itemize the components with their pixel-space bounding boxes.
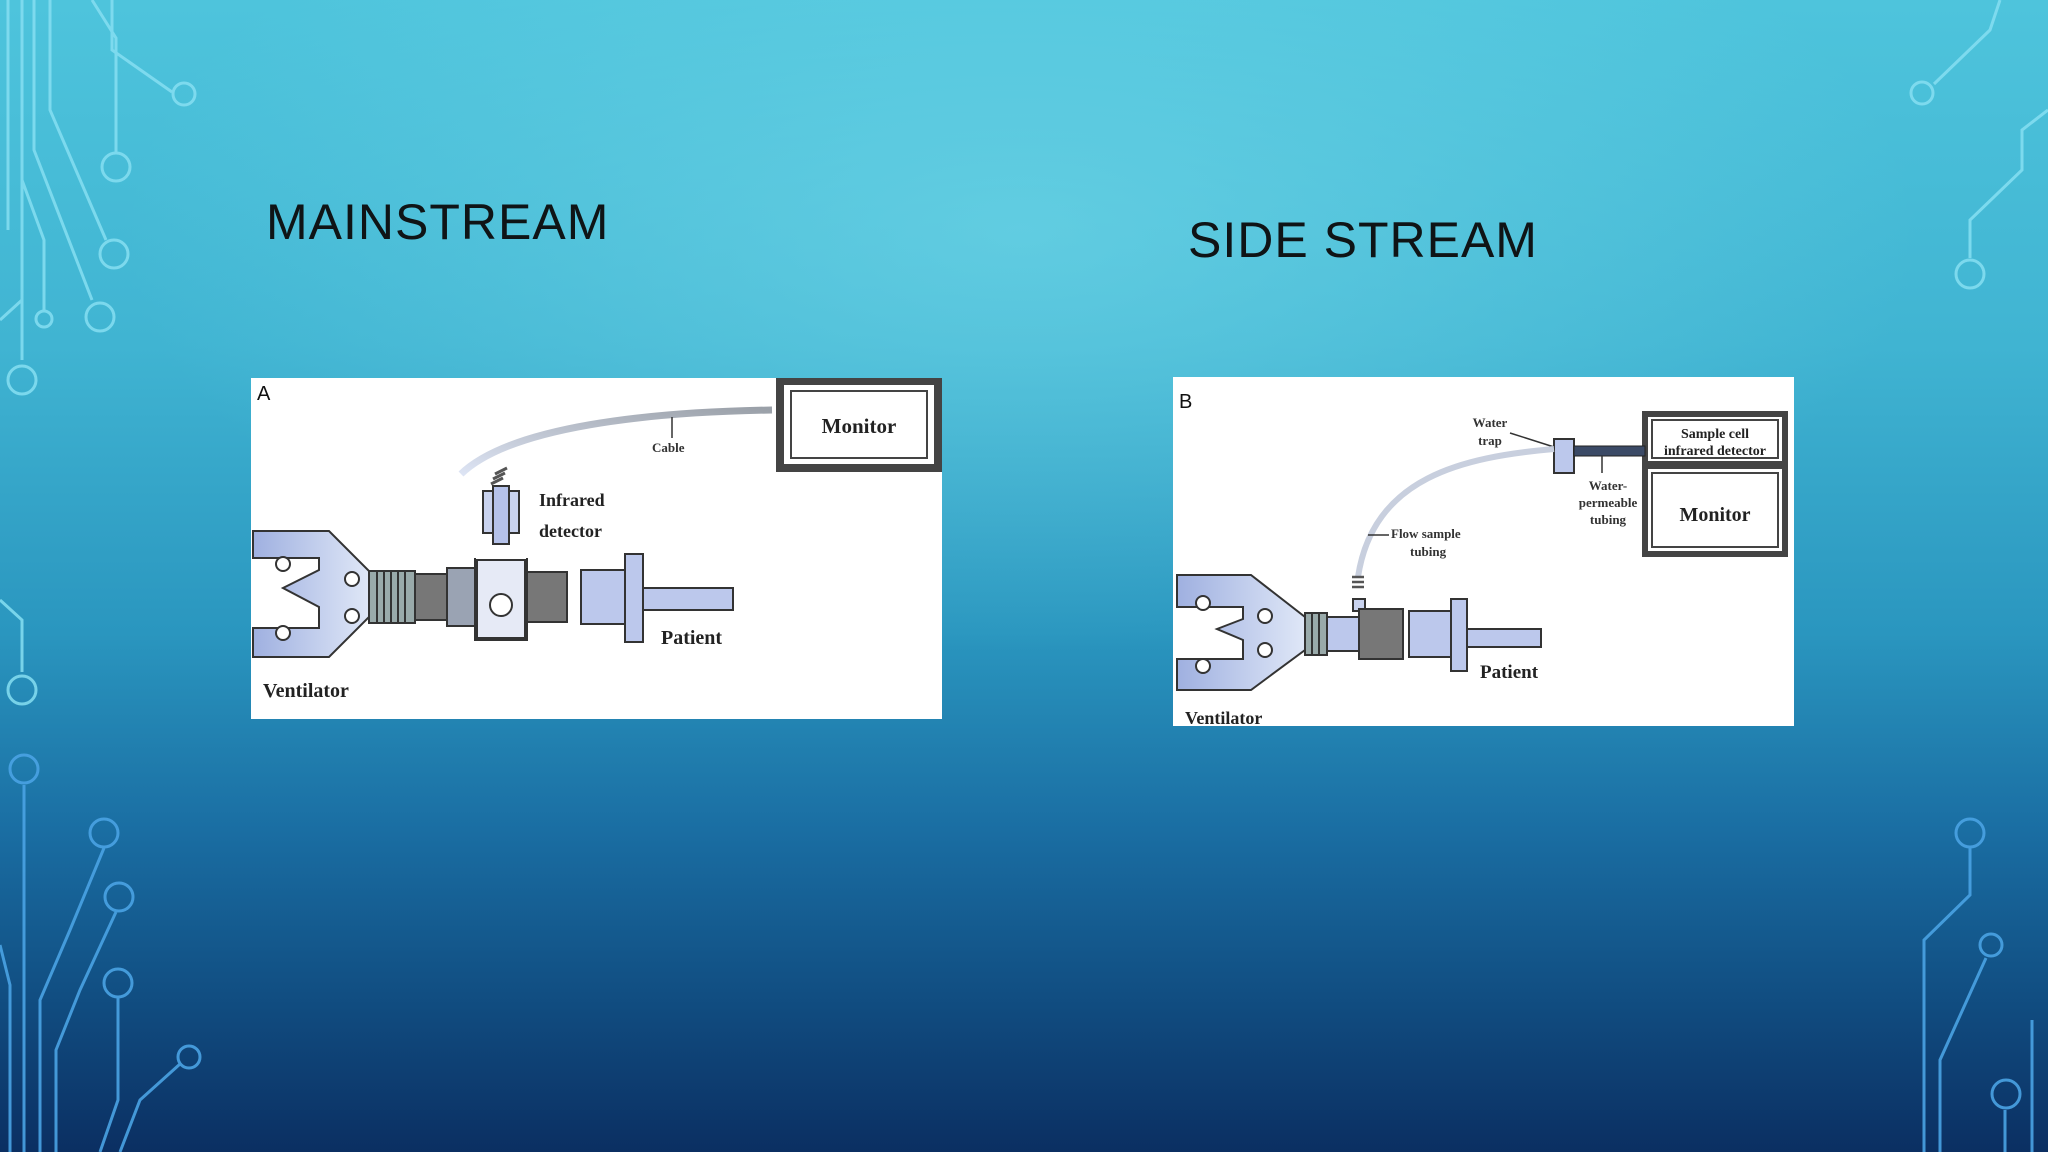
circuit-node (176, 1044, 202, 1070)
circuit-node (84, 301, 116, 333)
circuit-trace (90, 0, 118, 152)
infrared-detector (482, 485, 520, 545)
circuit-node (88, 817, 120, 849)
water-permeable-line1: Water- (1589, 478, 1628, 493)
circuit-trace (1968, 108, 2048, 258)
title-side-stream: SIDE STREAM (1188, 212, 1538, 268)
circuit-node (98, 238, 130, 270)
water-permeable-tubing (1573, 445, 1646, 457)
circuit-node (6, 364, 38, 396)
ventilator-label: Ventilator (1185, 708, 1262, 726)
circuit-trace (0, 298, 24, 322)
circuit-node (1990, 1078, 2022, 1110)
cable (458, 406, 773, 477)
monitor-label: Monitor (822, 414, 897, 438)
cable-label: Cable (652, 440, 685, 455)
circuit-trace (54, 911, 118, 1152)
panel-letter: A (257, 383, 271, 405)
circuit-node (1954, 258, 1986, 290)
water-trap-line2: trap (1478, 433, 1502, 448)
sidestream-diagram: B Sample cell infrared detector Monitor … (1173, 377, 1794, 726)
circuit-node (1909, 80, 1935, 106)
ventilator-y-piece (252, 530, 370, 658)
circuit-trace (0, 598, 24, 672)
sample-cell-line1: Sample cell (1681, 427, 1749, 442)
circuit-node (1954, 817, 1986, 849)
circuit-node (103, 881, 135, 913)
title-mainstream: MAINSTREAM (266, 194, 610, 250)
flow-sample-line2: tubing (1410, 544, 1447, 559)
circuit-trace (32, 0, 94, 301)
flow-sample-line1: Flow sample (1391, 526, 1461, 541)
circuit-trace (118, 1062, 182, 1152)
detector-label-line2: detector (539, 521, 602, 541)
airway-adapter (1358, 608, 1404, 660)
circuit-trace (0, 944, 12, 1152)
detector-label-line1: Infrared (539, 490, 605, 510)
panel-letter: B (1179, 391, 1192, 413)
circuit-node (102, 967, 134, 999)
circuit-node (100, 151, 132, 183)
circuit-trace (110, 0, 173, 94)
circuit-node (6, 674, 38, 706)
patient-label: Patient (661, 627, 722, 649)
monitor-label: Monitor (1679, 504, 1750, 526)
circuit-node (171, 81, 197, 107)
circuit-node (8, 753, 40, 785)
water-trap (1553, 438, 1575, 474)
circuit-trace (1938, 957, 1988, 1152)
circuit-node (1978, 932, 2004, 958)
sample-cell-line2: infrared detector (1664, 444, 1766, 459)
circuit-trace (48, 0, 108, 241)
circuit-trace (1922, 848, 1972, 1152)
mainstream-diagram: A Monitor Cable Infrared detector (251, 378, 942, 719)
patient-label: Patient (1480, 662, 1539, 683)
circuit-node (34, 309, 54, 329)
water-permeable-line3: tubing (1590, 512, 1627, 527)
water-permeable-line2: permeable (1579, 495, 1638, 510)
flow-sample-tubing (1355, 446, 1555, 578)
circuit-trace (98, 998, 120, 1152)
circuit-trace (1932, 0, 2002, 86)
ventilator-label: Ventilator (263, 680, 349, 702)
water-trap-line1: Water (1473, 415, 1508, 430)
circuit-trace (38, 847, 106, 1152)
ventilator-y-piece (1176, 574, 1306, 691)
